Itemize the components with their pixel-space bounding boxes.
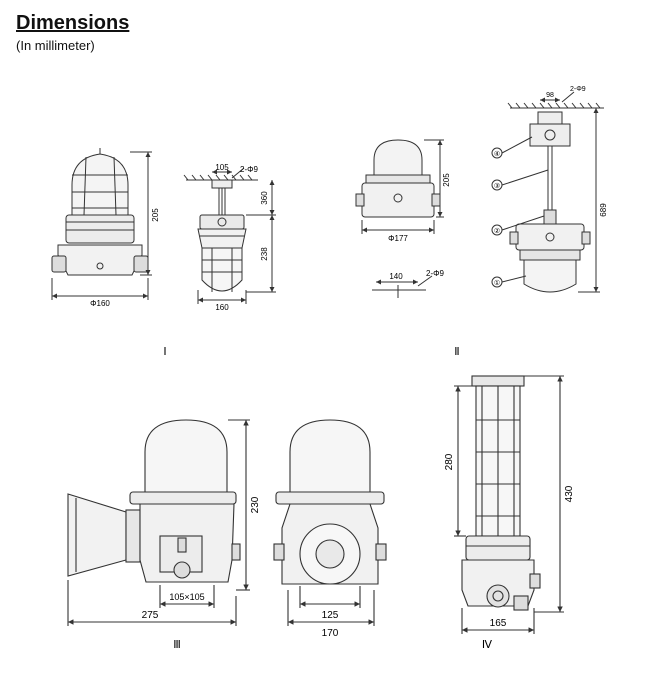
figure-1-front-view (51, 148, 152, 300)
fig2-box-height-label: 205 (442, 173, 451, 187)
fig2-mount-width-label: 98 (546, 92, 554, 99)
fig3-height-label: 230 (250, 496, 261, 513)
callout-2: ② (494, 227, 500, 235)
fig3-inner-width-label: 125 (322, 610, 339, 621)
callout-3: ③ (494, 182, 500, 190)
figure-3-back-view (273, 419, 387, 626)
page-title: Dimensions (16, 12, 130, 34)
fig2-box-diameter-label: Φ177 (388, 234, 408, 243)
fig2-total-height-label: 689 (599, 203, 608, 217)
figure-3-label: Ⅲ (173, 639, 181, 651)
fig1-upper-height-label: 360 (260, 191, 269, 205)
fig2-base-holes-label: 2-Φ9 (426, 269, 444, 278)
figure-4-label: Ⅳ (482, 639, 493, 651)
fig3-total-width-label: 275 (142, 610, 159, 621)
units-note: (In millimeter) (16, 38, 95, 53)
callout-1: ① (494, 279, 500, 287)
figure-1-pendant-view (183, 167, 276, 304)
fig1-lower-height-label: 238 (260, 247, 269, 261)
figure-2-label: Ⅱ (454, 346, 459, 358)
fig1-height-label: 205 (151, 208, 160, 222)
fig1-mount-width-label: 105 (215, 163, 229, 172)
figure-2-box-view (355, 139, 444, 298)
fig4-guard-height-label: 280 (444, 453, 455, 470)
fig2-mount-holes-label: 2-Φ9 (570, 86, 586, 93)
fig4-base-width-label: 165 (490, 618, 507, 629)
figure-2-pendant-view (491, 91, 604, 293)
fig4-total-height-label: 430 (564, 485, 575, 502)
fig1-diameter-label: Φ160 (90, 299, 110, 308)
figure-4-guard-view (454, 375, 564, 634)
fig3-back-width-label: 170 (322, 628, 339, 639)
fig1-mount-holes-label: 2-Φ9 (240, 165, 258, 174)
figure-1-label: Ⅰ (163, 346, 166, 358)
fig3-box-size-label: 105×105 (169, 592, 204, 602)
figure-3-side-view (67, 419, 250, 626)
fig2-base-width-label: 140 (389, 272, 403, 281)
fig1-pendant-width-label: 160 (215, 303, 229, 312)
callout-4: ④ (494, 150, 500, 158)
